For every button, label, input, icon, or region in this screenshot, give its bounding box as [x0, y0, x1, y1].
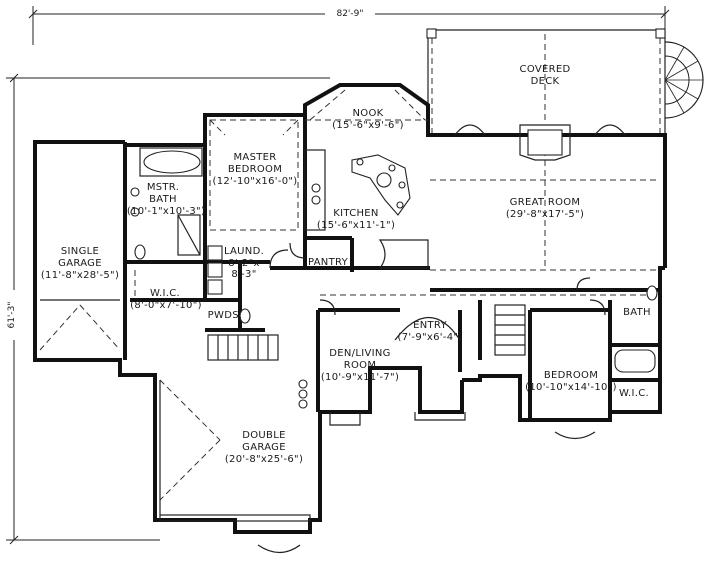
pantry-label: PANTRY	[308, 257, 349, 268]
room-laundry: LAUND. 8'-2"x 8'-3"	[224, 246, 264, 280]
great-room-label: GREAT ROOM	[510, 197, 581, 208]
wic-master-label: W.I.C.	[150, 288, 180, 299]
room-master-bedroom: MASTER BEDROOM (12'-10"x16'-0")	[213, 152, 298, 187]
room-covered-deck: COVERED DECK	[520, 64, 571, 87]
dashed-lines	[134, 89, 660, 300]
width-label: 82'-9"	[336, 9, 363, 19]
room-bath: BATH	[623, 307, 651, 318]
room-wic-master: W.I.C. (8'-0"x7'-10")	[130, 288, 202, 311]
room-bedroom: BEDROOM (10'-10"x14'-10")	[525, 370, 617, 393]
exterior-walls	[33, 83, 667, 534]
room-den: DEN/LIVING ROOM (10'-9"x11'-7")	[321, 348, 399, 383]
laundry-size-1: 8'-2"x	[228, 258, 259, 269]
stairs-right	[494, 304, 526, 356]
stairs-main	[207, 334, 279, 361]
room-single-garage: SINGLE GARAGE (11'-8"x28'-5")	[41, 246, 119, 281]
wic-bedroom-label: W.I.C.	[619, 388, 649, 399]
master-bath-label-2: BATH	[149, 194, 177, 205]
nook-label: NOOK	[353, 108, 384, 119]
room-master-bath: MSTR. BATH (10'-1"x10'-3")	[127, 182, 205, 217]
bedroom-label: BEDROOM	[544, 370, 598, 381]
entry-label: ENTRY	[413, 320, 447, 331]
covered-deck-label-2: DECK	[531, 76, 560, 87]
master-bath-label-1: MSTR.	[147, 182, 179, 193]
master-bedroom-label-1: MASTER	[234, 152, 277, 163]
master-bedroom-label-2: BEDROOM	[228, 164, 282, 175]
interior-walls	[125, 115, 660, 420]
kitchen-label: KITCHEN	[333, 208, 378, 219]
wic-master-size: (8'-0"x7'-10")	[130, 300, 202, 311]
laundry-size-2: 8'-3"	[231, 269, 256, 280]
room-double-garage: DOUBLE GARAGE (20'-8"x25'-6")	[225, 430, 303, 465]
room-great-room: GREAT ROOM (29'-8"x17'-5")	[506, 197, 584, 220]
room-entry: ENTRY (7'-9"x6'-4")	[398, 320, 463, 343]
covered-deck-label-1: COVERED	[520, 64, 571, 75]
spiral-stairs	[664, 41, 704, 119]
double-garage-size: (20'-8"x25'-6")	[225, 454, 303, 465]
entry-size: (7'-9"x6'-4")	[398, 332, 463, 343]
bath-label: BATH	[623, 307, 651, 318]
room-pwds: PWDS.	[208, 310, 243, 321]
nook-size: (15'-6"x9'-6")	[332, 120, 404, 131]
single-garage-door	[39, 299, 121, 351]
fixtures	[130, 124, 658, 554]
master-bedroom-size: (12'-10"x16'-0")	[213, 176, 298, 187]
den-label-2: ROOM	[344, 360, 377, 371]
double-garage-label-1: DOUBLE	[242, 430, 285, 441]
room-kitchen: KITCHEN (15'-6"x11'-1")	[317, 208, 395, 231]
pwds-label: PWDS.	[208, 310, 243, 321]
master-bath-size: (10'-1"x10'-3")	[127, 206, 205, 217]
double-garage-door	[159, 379, 311, 522]
depth-label: 61'-3"	[7, 301, 17, 328]
room-wic-bedroom: W.I.C.	[619, 388, 649, 399]
room-nook: NOOK (15'-6"x9'-6")	[332, 108, 404, 131]
room-pantry: PANTRY	[308, 257, 349, 268]
double-garage-label-2: GARAGE	[242, 442, 286, 453]
width-dimension: 82'-9"	[28, 5, 670, 45]
depth-dimension: 61'-3"	[5, 73, 330, 545]
single-garage-size: (11'-8"x28'-5")	[41, 270, 119, 281]
bedroom-size: (10'-10"x14'-10")	[525, 382, 617, 393]
kitchen-size: (15'-6"x11'-1")	[317, 220, 395, 231]
covered-deck-structure	[426, 28, 666, 135]
single-garage-label-2: GARAGE	[58, 258, 102, 269]
den-size: (10'-9"x11'-7")	[321, 372, 399, 383]
den-label-1: DEN/LIVING	[329, 348, 390, 359]
single-garage-label-1: SINGLE	[61, 246, 99, 257]
great-room-size: (29'-8"x17'-5")	[506, 209, 584, 220]
laundry-label: LAUND.	[224, 246, 264, 257]
